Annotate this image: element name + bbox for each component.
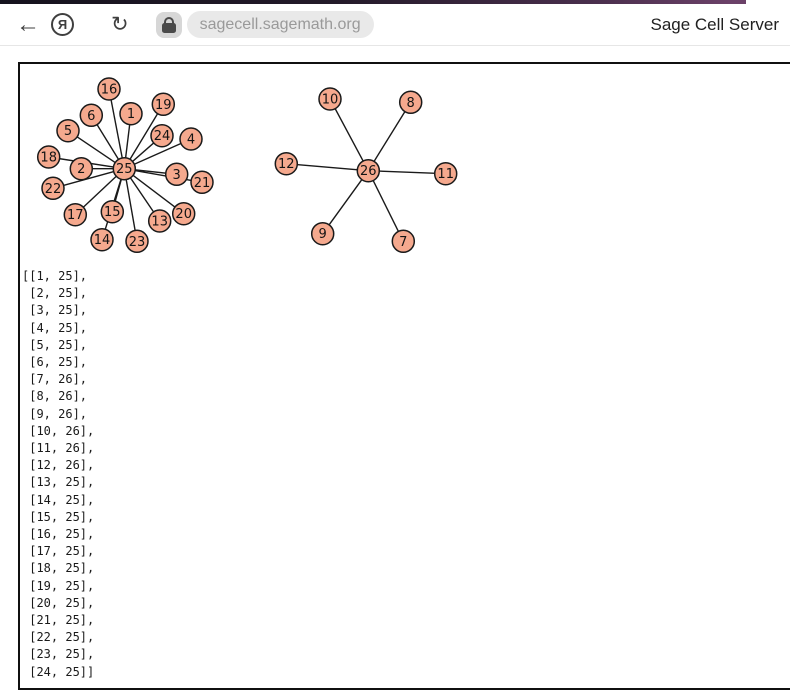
graph-node-label-13: 13 [151, 215, 168, 230]
graph-node-21 [190, 170, 214, 195]
graph-node-label-7: 7 [399, 235, 407, 250]
graph-node-label-12: 12 [278, 157, 295, 172]
graph-node-1 [119, 101, 143, 126]
graph-node-23 [125, 229, 149, 254]
graph-node-label-8: 8 [407, 96, 415, 111]
back-arrow-icon: ← [16, 10, 40, 38]
graph-node-label-18: 18 [40, 151, 57, 166]
graph-node-label-20: 20 [175, 207, 192, 222]
graph-node-6 [79, 103, 104, 128]
graph-node-label-16: 16 [101, 83, 118, 98]
graph-edge-10-26 [329, 98, 369, 172]
graph-node-label-1: 1 [127, 107, 135, 122]
graph-node-label-6: 6 [87, 109, 95, 124]
yandex-menu-button[interactable]: Я [51, 13, 74, 36]
graph-node-label-22: 22 [45, 182, 62, 197]
graph-node-3 [164, 162, 189, 187]
window-top-strip [0, 0, 746, 4]
graph-edge-21-25 [124, 168, 203, 183]
graph-node-label-25: 25 [116, 162, 133, 177]
graph-node-label-24: 24 [154, 129, 171, 144]
graph-node-15 [100, 199, 125, 224]
graph-node-label-21: 21 [194, 176, 211, 191]
graph-node-26 [356, 158, 381, 183]
graph-node-4 [179, 127, 203, 151]
reload-button[interactable]: ↻ [111, 14, 129, 35]
graph-edge-22-25 [52, 168, 125, 189]
graph-edge-12-26 [286, 163, 369, 172]
lock-icon [163, 16, 174, 27]
graph-node-5 [56, 118, 80, 143]
graph-node-label-23: 23 [129, 235, 146, 250]
browser-toolbar: ← Я ↻ sagecell.sagemath.org Sage Cell Se… [0, 4, 790, 46]
graph-node-label-11: 11 [437, 167, 454, 182]
graph-node-25 [112, 156, 137, 181]
address-bar-url: sagecell.sagemath.org [199, 15, 361, 33]
graph-edge-8-26 [367, 101, 412, 172]
graph-node-18 [36, 145, 61, 169]
page-title: Sage Cell Server [650, 14, 779, 34]
graph-node-7 [391, 229, 416, 254]
graph-node-label-15: 15 [104, 205, 121, 220]
address-bar[interactable]: sagecell.sagemath.org [186, 11, 374, 38]
graph-node-label-10: 10 [322, 93, 339, 108]
graph-node-9 [310, 221, 335, 246]
graph-node-2 [69, 156, 94, 181]
graph-node-label-5: 5 [64, 124, 72, 139]
graph-edge-4-25 [124, 138, 192, 170]
graph-edge-23-25 [123, 168, 138, 242]
graph-node-20 [171, 201, 196, 226]
graph-node-24 [150, 123, 174, 148]
graph-node-22 [41, 176, 65, 201]
graph-node-label-4: 4 [187, 133, 195, 148]
graph-node-label-3: 3 [173, 168, 181, 183]
edge-list-output: [[1, 25], [2, 25], [3, 25], [4, 25], [5,… [22, 269, 95, 679]
graph-node-13 [147, 209, 172, 233]
graph-node-19 [151, 92, 176, 117]
lock-icon-body [161, 22, 176, 33]
graph-node-label-19: 19 [155, 98, 172, 113]
back-button[interactable]: ← [16, 10, 40, 38]
graph-node-17 [63, 202, 88, 227]
graph-edge-9-26 [322, 170, 369, 235]
graph-node-label-2: 2 [77, 162, 85, 177]
yandex-logo-icon: Я [57, 17, 68, 32]
graph-edge-11-26 [368, 170, 446, 175]
graph-node-14 [90, 227, 114, 252]
graph-edge-20-25 [123, 168, 185, 215]
site-security-button[interactable] [155, 11, 182, 38]
graph-edge-16-25 [108, 88, 125, 169]
graph-node-label-17: 17 [67, 208, 84, 223]
reload-icon: ↻ [111, 13, 129, 36]
graph-node-label-9: 9 [319, 227, 327, 242]
graph-node-16 [97, 77, 121, 101]
graph-node-12 [274, 151, 299, 176]
graph-edge-19-25 [123, 103, 164, 170]
graph-edge-7-26 [367, 170, 404, 242]
graph-node-10 [318, 87, 342, 111]
graph-node-8 [398, 90, 423, 115]
graph-node-label-26: 26 [360, 164, 377, 179]
graph-node-11 [433, 161, 458, 186]
graph-node-label-14: 14 [94, 233, 111, 248]
